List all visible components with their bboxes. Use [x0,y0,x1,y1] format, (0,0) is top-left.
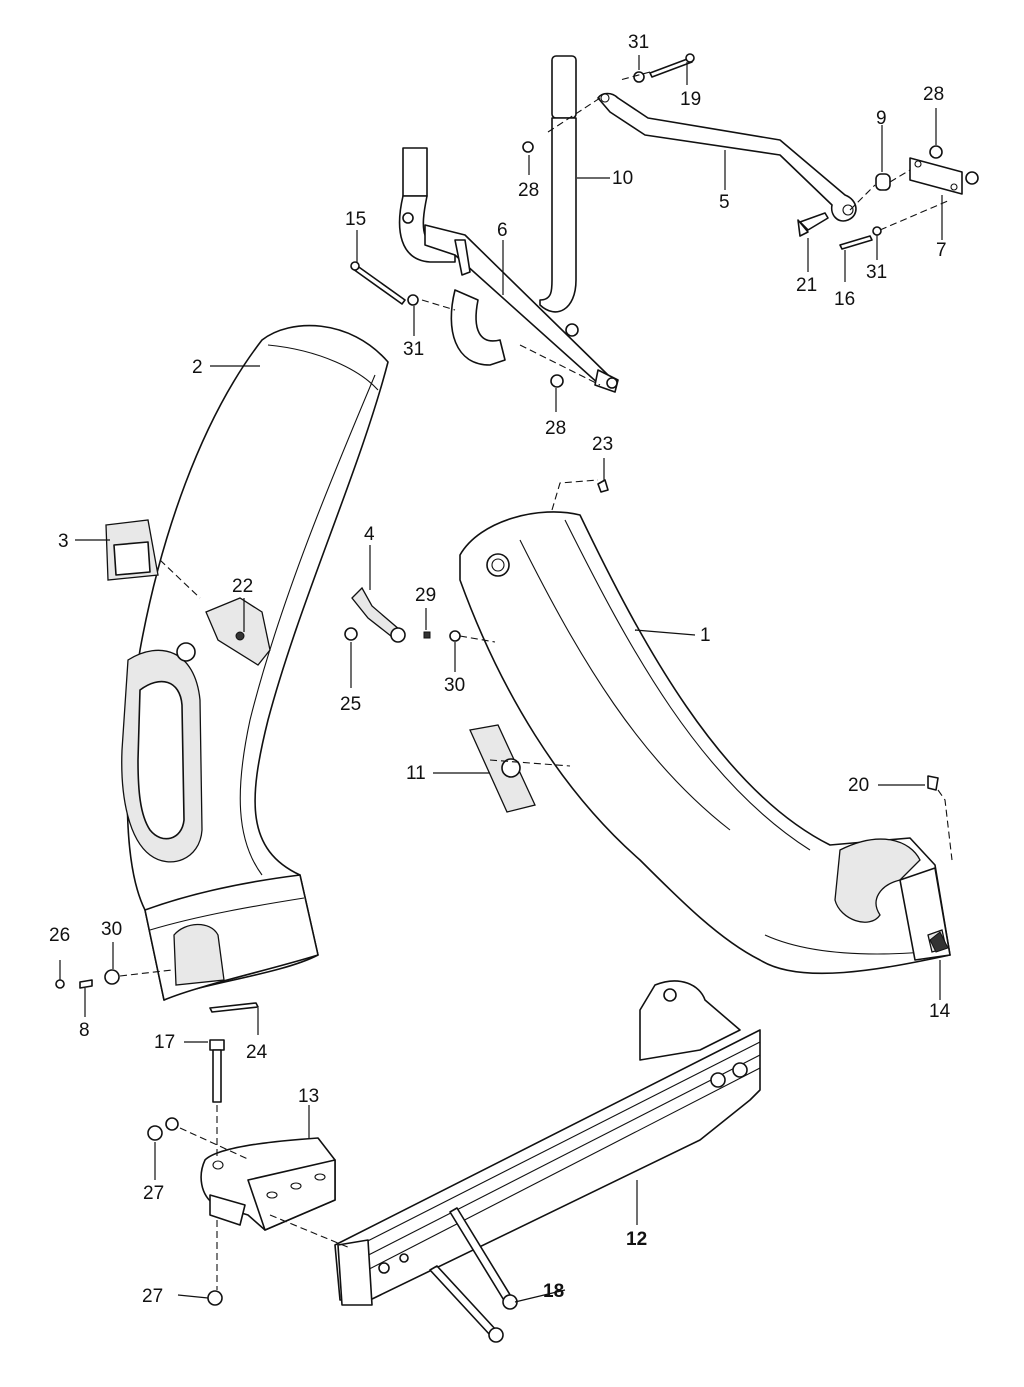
hardware-fasteners [55,53,979,1343]
callout-13: 13 [298,1086,319,1107]
callout-2: 2 [192,357,203,378]
callout-8: 8 [79,1020,90,1041]
part-13-mounting-bracket [200,1137,336,1231]
assembly-lines [119,71,951,1290]
callout-16: 16 [834,289,855,310]
callout-18: 18 [543,1281,564,1302]
callout-5: 5 [719,192,730,213]
callout-25: 25 [340,694,361,715]
callout-11: 11 [406,763,426,784]
callout-29: 29 [415,585,436,606]
callout-19: 19 [680,89,701,110]
callout-4: 4 [364,524,375,545]
callout-3: 3 [58,531,69,552]
callout-27-lower: 27 [142,1286,163,1307]
part-5-linkage-arm [597,92,857,222]
callout-28-upper: 28 [518,180,539,201]
callout-6: 6 [497,220,508,241]
part-12-step-bar [334,980,761,1306]
callout-23: 23 [592,434,613,455]
callout-27-upper: 27 [143,1183,164,1204]
callout-1: 1 [700,625,711,646]
callout-9: 9 [876,108,887,129]
callout-7: 7 [936,240,947,261]
callout-24: 24 [246,1042,268,1063]
callout-labels: 1 2 3 4 5 6 7 8 9 10 11 12 13 14 15 16 1… [49,32,951,1307]
callout-31-top: 31 [628,32,649,53]
part-2-left-upright-cover [121,324,389,1001]
part-7-plate [909,157,963,195]
part-10-handlebar-post [398,55,579,388]
callout-28-lower: 28 [545,418,566,439]
callout-30-left: 30 [101,919,122,940]
callout-22: 22 [232,576,253,597]
callout-28-right: 28 [923,84,944,105]
callout-20: 20 [848,775,869,796]
leader-lines [59,55,943,1303]
callout-12: 12 [626,1229,647,1250]
callout-10: 10 [612,168,633,189]
callout-17: 17 [154,1032,175,1053]
part-1-right-upright-cover [459,479,953,975]
part-6-handlebar-frame [424,224,619,393]
callout-30-middle: 30 [444,675,465,696]
callout-31-left: 31 [403,339,424,360]
callout-21: 21 [796,275,817,296]
callout-31-right: 31 [866,262,887,283]
callout-26: 26 [49,925,70,946]
callout-14: 14 [929,1001,951,1022]
callout-15: 15 [345,209,366,230]
